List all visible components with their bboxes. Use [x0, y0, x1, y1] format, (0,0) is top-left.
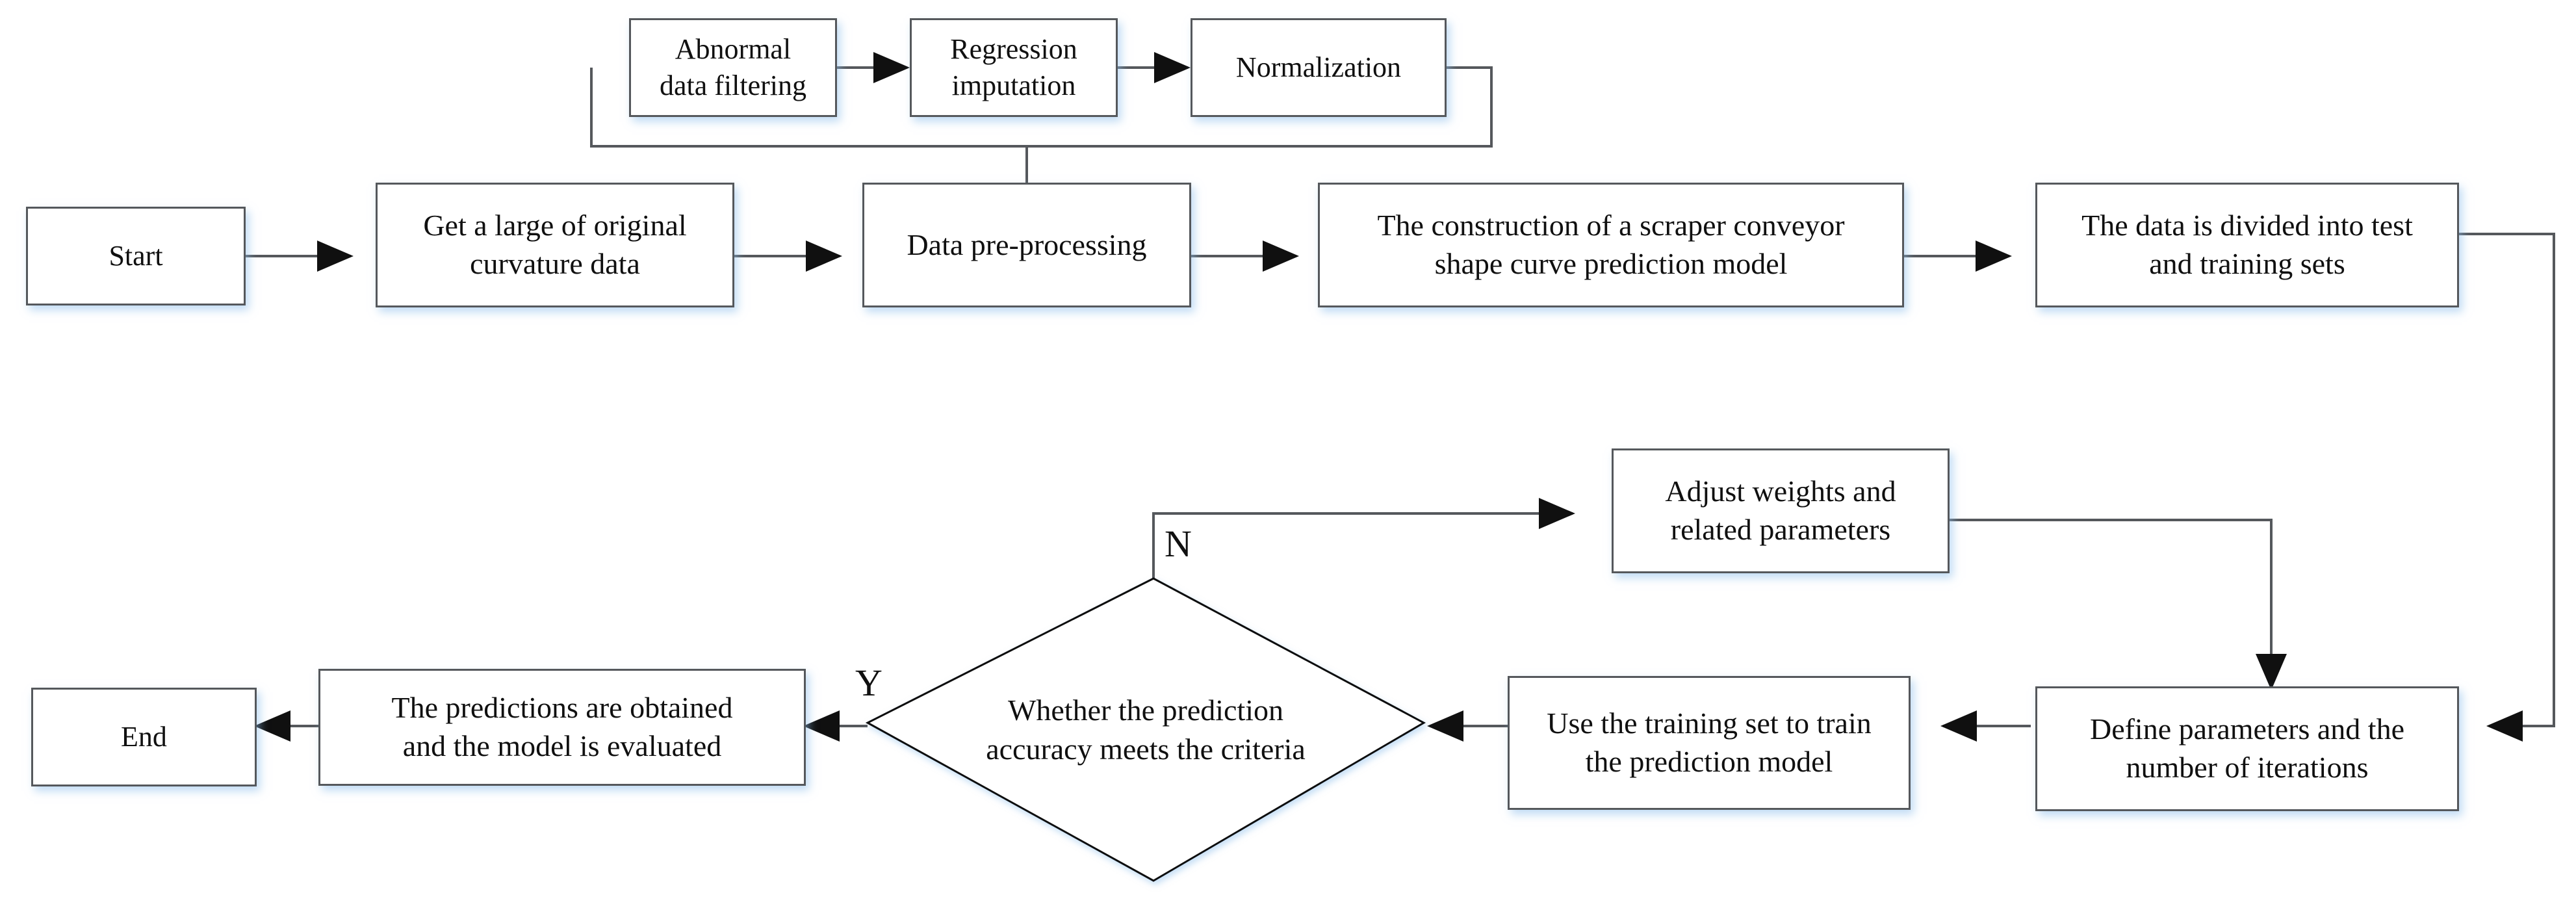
node-adjust-weights-label: Adjust weights and related parameters — [1665, 474, 1896, 546]
node-data-preprocessing[interactable]: Data pre-processing — [862, 183, 1191, 307]
connector-split-to-define — [2459, 233, 2555, 742]
node-train-prediction-model-label: Use the training set to train the predic… — [1547, 707, 1872, 778]
node-normalization[interactable]: Normalization — [1191, 18, 1447, 117]
branch-label-yes: Y — [855, 662, 882, 704]
decision-diamond-shape — [865, 577, 1426, 882]
node-regression-imputation-label: Regression imputation — [950, 32, 1077, 101]
node-predictions-evaluated[interactable]: The predictions are obtained and the mod… — [318, 669, 806, 786]
node-model-construction[interactable]: The construction of a scraper conveyor s… — [1318, 183, 1904, 307]
node-normalization-label: Normalization — [1235, 51, 1402, 83]
node-start[interactable]: Start — [26, 207, 246, 305]
node-split-test-training[interactable]: The data is divided into test and traini… — [2035, 183, 2459, 307]
connector-adjust-to-define — [1950, 519, 2287, 690]
node-regression-imputation[interactable]: Regression imputation — [910, 18, 1118, 117]
node-end[interactable]: End — [31, 688, 257, 786]
node-define-parameters-label: Define parameters and the number of iter… — [2089, 712, 2405, 784]
branch-label-no: N — [1165, 523, 1192, 565]
node-data-preprocessing-label: Data pre-processing — [907, 227, 1147, 261]
node-get-original-data-label: Get a large of original curvature data — [423, 209, 687, 280]
node-abnormal-data-filtering-label: Abnormal data filtering — [659, 32, 806, 101]
node-start-label: Start — [109, 239, 163, 272]
node-split-test-training-label: The data is divided into test and traini… — [2081, 209, 2413, 280]
node-train-prediction-model[interactable]: Use the training set to train the predic… — [1508, 676, 1911, 810]
node-predictions-evaluated-label: The predictions are obtained and the mod… — [391, 691, 733, 762]
node-model-construction-label: The construction of a scraper conveyor s… — [1377, 209, 1845, 280]
node-abnormal-data-filtering[interactable]: Abnormal data filtering — [629, 18, 837, 117]
node-decision-accuracy[interactable]: Whether the prediction accuracy meets th… — [865, 577, 1426, 882]
node-adjust-weights[interactable]: Adjust weights and related parameters — [1612, 448, 1950, 573]
node-end-label: End — [121, 720, 167, 753]
node-define-parameters[interactable]: Define parameters and the number of iter… — [2035, 686, 2459, 811]
connector-decision-no-to-adjust — [1152, 498, 1575, 578]
node-get-original-data[interactable]: Get a large of original curvature data — [376, 183, 734, 307]
